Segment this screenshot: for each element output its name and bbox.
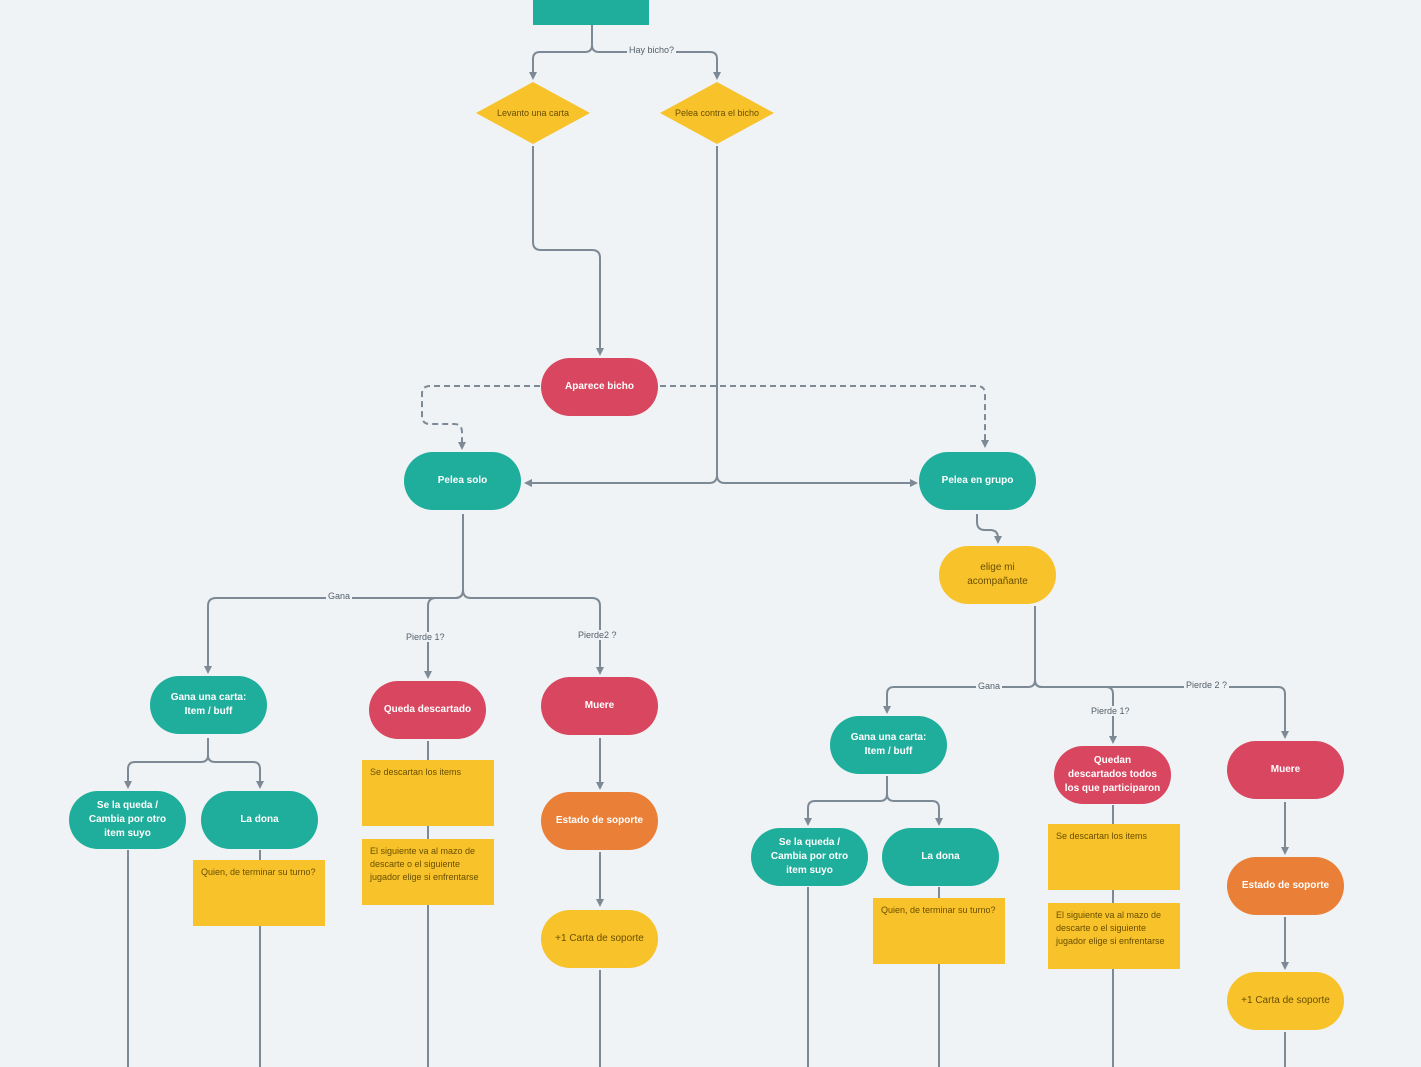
edge-elige-to-rmuere	[1034, 679, 1289, 739]
edge-aparece-to-grupo	[660, 385, 989, 448]
edge-pelea-to-grupo	[716, 474, 918, 487]
node-right-se-la-queda[interactable]: Se la queda / Cambia por otro item suyo	[751, 828, 868, 886]
node-right-carta-soporte[interactable]: +1 Carta de soporte	[1227, 972, 1344, 1030]
edge-label-right-pierde1: Pierde 1?	[1089, 706, 1132, 716]
start-node[interactable]	[533, 0, 649, 25]
node-pelea-grupo[interactable]: Pelea en grupo	[919, 452, 1036, 510]
edge-start-to-pelea	[591, 44, 721, 80]
note-left-descarte-1: Se descartan los items	[362, 760, 494, 826]
edge-lgana-to-lqueda	[124, 738, 209, 789]
node-left-queda-descartado[interactable]: Queda descartado	[369, 681, 486, 739]
note-right-dona: Quien, de terminar su turno?	[873, 898, 1005, 964]
edge-rgana-to-rqueda	[804, 776, 888, 826]
edge-lgana-to-ldona	[207, 754, 264, 789]
node-elige-acompanante[interactable]: elige mi acompañante	[939, 546, 1056, 604]
edge-label-hay-bicho: Hay bicho?	[627, 45, 677, 55]
edge-solo-to-lmuere	[462, 589, 604, 675]
node-aparece-bicho[interactable]: Aparece bicho	[541, 358, 658, 416]
edge-solo-to-ldesc	[424, 589, 464, 679]
edge-label-left-gana: Gana	[326, 591, 353, 601]
note-left-dona: Quien, de terminar su turno?	[193, 860, 325, 926]
edge-aparece-to-solo	[421, 385, 540, 450]
note-right-descarte-1: Se descartan los items	[1048, 824, 1180, 890]
node-left-estado-soporte[interactable]: Estado de soporte	[541, 792, 658, 850]
note-left-descarte-2: El siguiente va al mazo de descarte o el…	[362, 839, 494, 905]
node-pelea-solo[interactable]: Pelea solo	[404, 452, 521, 510]
node-right-estado-soporte[interactable]: Estado de soporte	[1227, 857, 1344, 915]
edge-elige-to-rgana	[883, 606, 1036, 714]
node-left-se-la-queda[interactable]: Se la queda / Cambia por otro item suyo	[69, 791, 186, 849]
edge-grupo-to-elige	[976, 514, 1002, 544]
node-left-gana-carta[interactable]: Gana una carta: Item / buff	[150, 676, 267, 734]
node-left-muere[interactable]: Muere	[541, 677, 658, 735]
edge-pelea-to-solo	[524, 146, 718, 487]
edge-label-left-pierde2: Pierde2 ?	[576, 630, 619, 640]
node-right-la-dona[interactable]: La dona	[882, 828, 999, 886]
node-left-carta-soporte[interactable]: +1 Carta de soporte	[541, 910, 658, 968]
node-left-la-dona[interactable]: La dona	[201, 791, 318, 849]
edge-rgana-to-rdona	[886, 793, 943, 826]
node-right-quedan-descartados[interactable]: Quedan descartados todos los que partici…	[1054, 746, 1171, 804]
edge-label-right-pierde2: Pierde 2 ?	[1184, 680, 1230, 690]
edge-label-right-gana: Gana	[976, 681, 1003, 691]
edge-carta-to-aparece	[532, 146, 604, 356]
edge-start-to-carta	[529, 25, 593, 80]
node-right-gana-carta[interactable]: Gana una carta: Item / buff	[830, 716, 947, 774]
edge-label-left-pierde1: Pierde 1?	[404, 632, 447, 642]
note-right-descarte-2: El siguiente va al mazo de descarte o el…	[1048, 903, 1180, 969]
node-right-muere[interactable]: Muere	[1227, 741, 1344, 799]
